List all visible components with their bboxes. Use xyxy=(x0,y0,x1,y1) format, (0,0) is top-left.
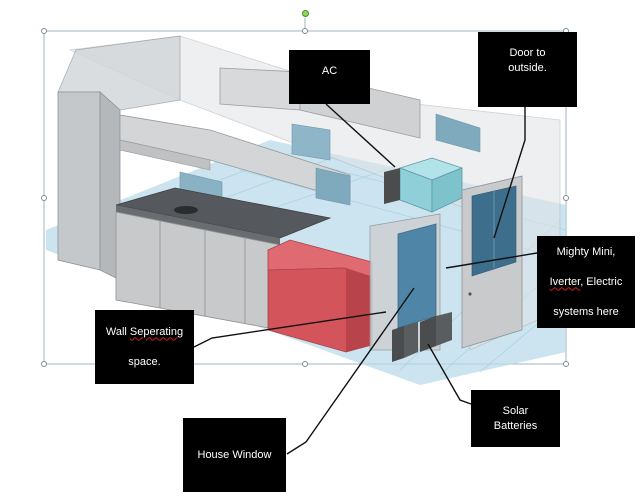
callout-wall-line-2: space. xyxy=(128,355,161,368)
leader-door xyxy=(493,106,526,239)
couch xyxy=(267,239,373,353)
callout-door-text: Door to outside. xyxy=(508,47,547,74)
callout-wall-text: Wall Seperating space. xyxy=(106,310,183,385)
resize-handle-middle-left[interactable] xyxy=(41,195,47,201)
resize-handle-middle-right[interactable] xyxy=(563,195,569,201)
callout-house-window[interactable]: House Window xyxy=(183,418,286,492)
ac-unit xyxy=(384,157,464,213)
resize-handle-top-middle[interactable] xyxy=(302,28,308,34)
rotate-handle[interactable] xyxy=(302,10,309,17)
resize-handle-bottom-left[interactable] xyxy=(41,361,47,367)
leader-lines xyxy=(193,103,538,455)
callout-mighty-line-3: systems here xyxy=(553,305,619,318)
back-windows xyxy=(179,113,481,213)
leader-window xyxy=(286,287,415,455)
callout-ac[interactable]: AC xyxy=(289,50,370,104)
dividing-wall xyxy=(369,213,441,351)
door xyxy=(461,175,523,349)
callout-wall[interactable]: Wall Seperating space. xyxy=(95,310,194,384)
resize-handle-bottom-middle[interactable] xyxy=(302,361,308,367)
resize-handle-top-left[interactable] xyxy=(41,28,47,34)
callout-wall-line-1: Wall Seperating xyxy=(106,325,183,340)
kitchen-counter xyxy=(115,187,332,331)
callout-wall-seperating: Seperating xyxy=(129,325,184,338)
solar-batteries xyxy=(392,312,452,362)
callout-mighty-mini-text: Mighty Mini, Iverter, Electric systems h… xyxy=(550,230,623,335)
callout-solar-text: Solar Batteries xyxy=(493,404,538,432)
callout-wall-word: Wall xyxy=(105,325,130,338)
callout-door[interactable]: Door to outside. xyxy=(478,32,577,107)
callout-ac-text: AC xyxy=(321,65,338,77)
leader-solar xyxy=(427,343,472,405)
resize-handle-bottom-right[interactable] xyxy=(563,361,569,367)
callout-mighty-iverter: Iverter xyxy=(549,275,581,288)
callout-mighty-line-2: Iverter, Electric xyxy=(550,275,623,290)
callout-mighty-mini[interactable]: Mighty Mini, Iverter, Electric systems h… xyxy=(537,236,635,328)
leader-wall xyxy=(193,311,387,348)
leader-ac xyxy=(325,103,396,168)
leader-mighty xyxy=(445,252,538,269)
callout-solar-batteries[interactable]: Solar Batteries xyxy=(471,390,560,447)
callout-mighty-electric: , Electric xyxy=(580,275,623,288)
callout-mighty-line-1: Mighty Mini, xyxy=(556,245,616,258)
callout-house-window-text: House Window xyxy=(197,448,272,461)
